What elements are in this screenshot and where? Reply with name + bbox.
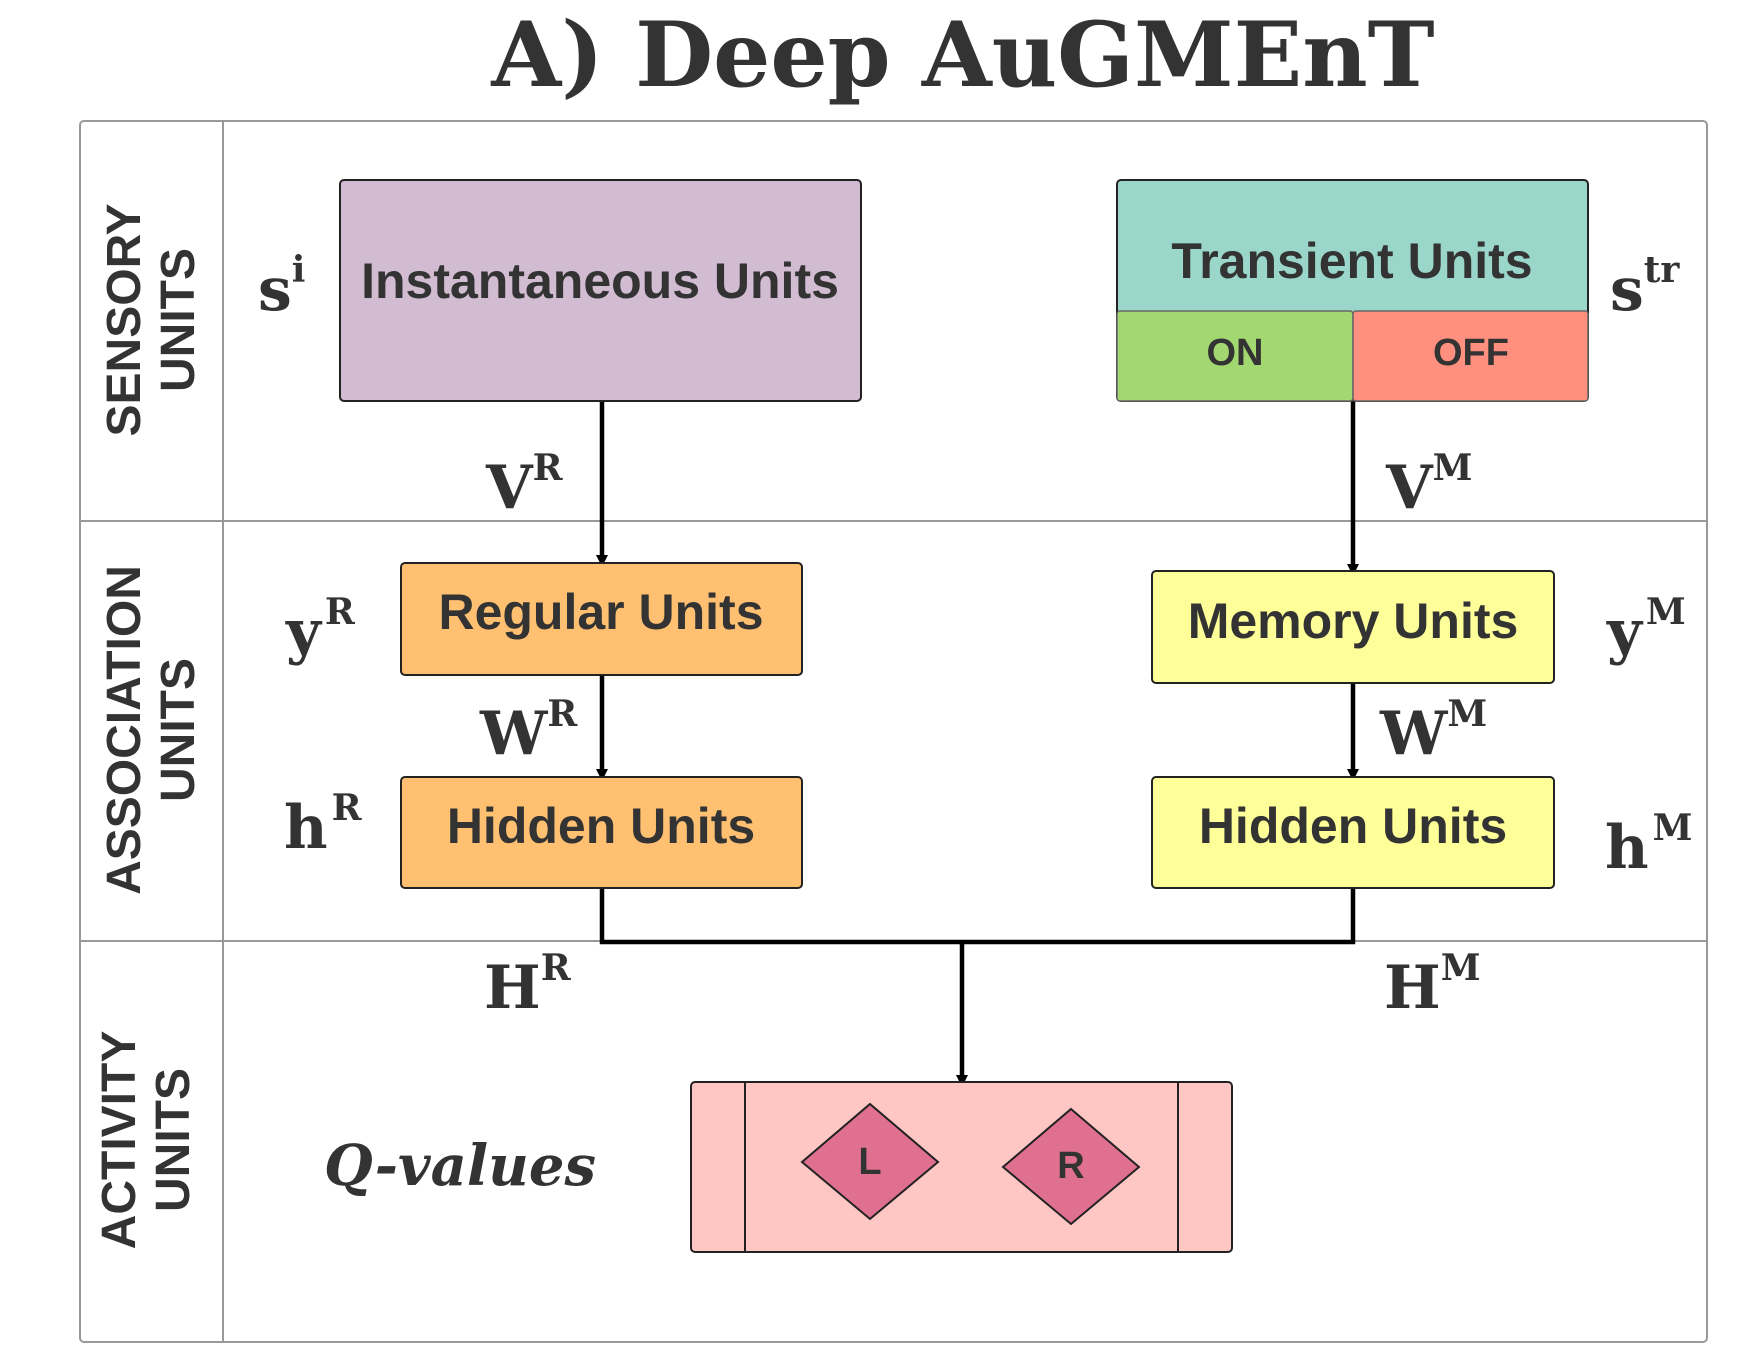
row-label-activity-line2: UNITS bbox=[147, 1068, 200, 1212]
edge-label-wm: WM bbox=[1379, 693, 1487, 769]
diagram-title: A) Deep AuGMEnT bbox=[490, 2, 1434, 108]
transient-units-node: Transient Units ON OFF bbox=[1116, 179, 1589, 402]
off-units-box bbox=[1352, 310, 1589, 402]
transient-units-label: Transient Units bbox=[1171, 233, 1532, 289]
instantaneous-units-label: Instantaneous Units bbox=[361, 253, 839, 309]
action-r-diamond bbox=[1001, 1107, 1141, 1226]
qvalues-node: L R bbox=[690, 1081, 1233, 1253]
on-units-label: ON bbox=[1207, 332, 1264, 374]
row-label-association-line2: UNITS bbox=[152, 658, 205, 802]
row-label-activity-line1: ACTIVITY bbox=[93, 1031, 146, 1250]
instantaneous-units-box bbox=[339, 179, 862, 402]
hidden-units-memory-node: Hidden Units bbox=[1151, 776, 1555, 889]
edge-label-wr: WR bbox=[479, 693, 578, 769]
off-units-label: OFF bbox=[1433, 332, 1509, 374]
hidden-units-regular-node: Hidden Units bbox=[400, 776, 803, 889]
row-label-association-line1: ASSOCIATION bbox=[98, 565, 151, 895]
memory-units-node: Memory Units bbox=[1151, 570, 1555, 684]
action-l-diamond bbox=[800, 1102, 940, 1221]
action-r-label: R bbox=[1057, 1145, 1084, 1187]
hidden-units-memory-box bbox=[1151, 776, 1555, 889]
outer-frame bbox=[79, 120, 1708, 1343]
memory-units-label: Memory Units bbox=[1188, 593, 1519, 649]
row-label-association: ASSOCIATION UNITS bbox=[98, 565, 205, 895]
hidden-units-regular-label: Hidden Units bbox=[447, 798, 755, 854]
memory-units-box bbox=[1151, 570, 1555, 684]
hidden-units-regular-box bbox=[400, 776, 803, 889]
symbol-s-tr: str bbox=[1610, 249, 1680, 325]
regular-units-box bbox=[400, 562, 803, 676]
regular-units-label: Regular Units bbox=[438, 584, 763, 640]
regular-units-node: Regular Units bbox=[400, 562, 803, 676]
edge-label-vm: VM bbox=[1385, 447, 1472, 523]
row-label-sensory-line2: UNITS bbox=[152, 248, 205, 392]
symbol-s-i: si bbox=[258, 249, 305, 325]
instantaneous-units-node: Instantaneous Units bbox=[339, 179, 862, 402]
row-label-activity: ACTIVITY UNITS bbox=[93, 1031, 200, 1250]
hidden-units-memory-label: Hidden Units bbox=[1199, 798, 1507, 854]
edge-label-hm: HM bbox=[1384, 947, 1481, 1023]
edge-hidden-merge bbox=[599, 888, 1356, 945]
row-label-sensory: SENSORY UNITS bbox=[98, 204, 205, 437]
action-l-label: L bbox=[858, 1141, 881, 1183]
qvalues-box bbox=[690, 1081, 1233, 1253]
row-label-sensory-line1: SENSORY bbox=[98, 204, 151, 437]
edge-label-vr: VR bbox=[485, 447, 564, 523]
edge-label-hr: HR bbox=[484, 947, 572, 1023]
qvalues-label: Q-values bbox=[324, 1133, 596, 1199]
layer-edges bbox=[596, 401, 1359, 1087]
